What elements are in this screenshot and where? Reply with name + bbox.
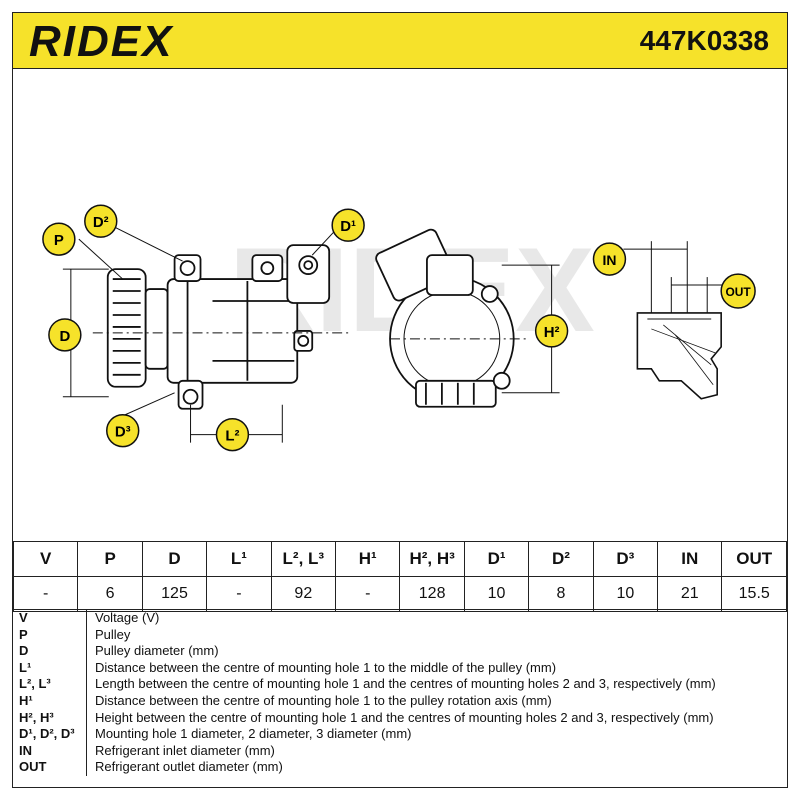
legend-desc: Pulley xyxy=(95,626,131,642)
legend-row: D¹, D², D³ Mounting hole 1 diameter, 2 d… xyxy=(13,726,787,743)
spec-value-row: - 6 125 - 92 - 128 10 8 10 21 15.5 xyxy=(12,576,787,612)
callout-d1: D¹ xyxy=(331,208,365,242)
spec-header-cell: D³ xyxy=(592,541,659,577)
compressor-side-view xyxy=(106,244,331,410)
legend-row: H¹ Distance between the centre of mounti… xyxy=(13,692,787,710)
spec-header-cell: D¹ xyxy=(463,541,530,577)
svg-text:D²: D² xyxy=(93,214,109,231)
spec-header-cell: P xyxy=(77,541,143,577)
spec-header-cell: D² xyxy=(528,541,594,577)
legend-key: H¹ xyxy=(13,692,87,710)
legend-key: H², H³ xyxy=(13,709,87,727)
datasheet: RIDEX 447K0338 RIDEX xyxy=(12,12,788,788)
legend-row: P Pulley xyxy=(13,626,787,644)
legend-key: D xyxy=(13,643,87,660)
legend-row: OUT Refrigerant outlet diameter (mm) xyxy=(13,759,787,776)
spec-value-cell: 125 xyxy=(141,576,208,612)
fitting-section xyxy=(636,312,722,400)
svg-text:D³: D³ xyxy=(115,424,131,441)
callout-in: IN xyxy=(592,242,627,276)
legend-row: V Voltage (V) xyxy=(13,610,787,627)
spec-header-cell: V xyxy=(12,541,79,577)
legend: V Voltage (V) P Pulley D Pulley diameter… xyxy=(13,609,787,776)
svg-text:D¹: D¹ xyxy=(340,218,356,235)
spec-value-cell: 92 xyxy=(270,576,337,612)
technical-drawing: RIDEX xyxy=(13,69,787,541)
legend-desc: Voltage (V) xyxy=(95,610,160,625)
svg-text:IN: IN xyxy=(602,252,616,268)
header-bar: RIDEX 447K0338 xyxy=(13,13,787,69)
legend-desc: Length between the centre of mounting ho… xyxy=(95,676,716,692)
spec-value-cell: 21 xyxy=(657,576,723,612)
spec-header-cell: L², L³ xyxy=(270,541,337,577)
legend-key: D¹, D², D³ xyxy=(13,726,87,743)
spec-header-cell: D xyxy=(141,541,208,577)
legend-row: L², L³ Length between the centre of moun… xyxy=(13,676,787,693)
legend-desc: Height between the centre of mounting ho… xyxy=(95,709,714,725)
legend-row: H², H³ Height between the centre of moun… xyxy=(13,709,787,727)
brand-logo: RIDEX xyxy=(29,17,174,66)
part-number: 447K0338 xyxy=(639,25,769,56)
legend-desc: Pulley diameter (mm) xyxy=(95,643,219,659)
legend-key: L¹ xyxy=(13,659,87,677)
legend-key: L², L³ xyxy=(13,676,87,693)
legend-row: D Pulley diameter (mm) xyxy=(13,643,787,660)
callout-h2: H² xyxy=(534,314,569,348)
spec-header-cell: OUT xyxy=(721,541,787,577)
spec-value-cell: 10 xyxy=(463,576,530,612)
spec-value-cell: 15.5 xyxy=(721,576,787,612)
svg-text:P: P xyxy=(54,232,64,249)
legend-row: L¹ Distance between the centre of mounti… xyxy=(13,659,787,677)
legend-key: P xyxy=(13,626,87,644)
spec-value-cell: 6 xyxy=(77,576,143,612)
callout-l2: L² xyxy=(215,417,250,452)
legend-row: IN Refrigerant inlet diameter (mm) xyxy=(13,742,787,760)
svg-text:L²: L² xyxy=(225,428,239,445)
spec-value-cell: 128 xyxy=(399,576,465,612)
legend-key: IN xyxy=(13,742,87,760)
callout-out: OUT xyxy=(720,273,756,309)
spec-value-cell: - xyxy=(335,576,401,612)
legend-desc: Distance between the centre of mounting … xyxy=(95,659,557,675)
spec-value-cell: - xyxy=(12,576,79,612)
callout-d2: D² xyxy=(84,204,118,238)
spec-header-cell: H¹ xyxy=(335,541,401,577)
svg-text:D: D xyxy=(59,328,70,345)
legend-desc: Mounting hole 1 diameter, 2 diameter, 3 … xyxy=(95,726,412,742)
callout-d3: D³ xyxy=(106,413,140,448)
spec-value-cell: - xyxy=(206,576,272,612)
legend-key: V xyxy=(13,610,87,627)
callout-d: D xyxy=(48,318,82,352)
dimension-in-out xyxy=(623,241,732,313)
spec-value-cell: 8 xyxy=(528,576,594,612)
spec-value-cell: 10 xyxy=(592,576,659,612)
legend-desc: Refrigerant inlet diameter (mm) xyxy=(95,742,275,758)
spec-table: V P D L¹ L², L³ H¹ H², H³ D¹ D² D³ IN OU… xyxy=(12,541,787,612)
svg-text:OUT: OUT xyxy=(726,285,752,299)
legend-desc: Refrigerant outlet diameter (mm) xyxy=(95,759,283,775)
spec-header-cell: H², H³ xyxy=(399,541,465,577)
legend-desc: Distance between the centre of mounting … xyxy=(95,692,552,708)
spec-header-cell: L¹ xyxy=(206,541,272,577)
svg-text:H²: H² xyxy=(544,324,560,341)
callout-p: P xyxy=(42,222,76,256)
spec-header-row: V P D L¹ L², L³ H¹ H², H³ D¹ D² D³ IN OU… xyxy=(12,541,787,577)
spec-header-cell: IN xyxy=(657,541,723,577)
legend-key: OUT xyxy=(13,759,87,776)
